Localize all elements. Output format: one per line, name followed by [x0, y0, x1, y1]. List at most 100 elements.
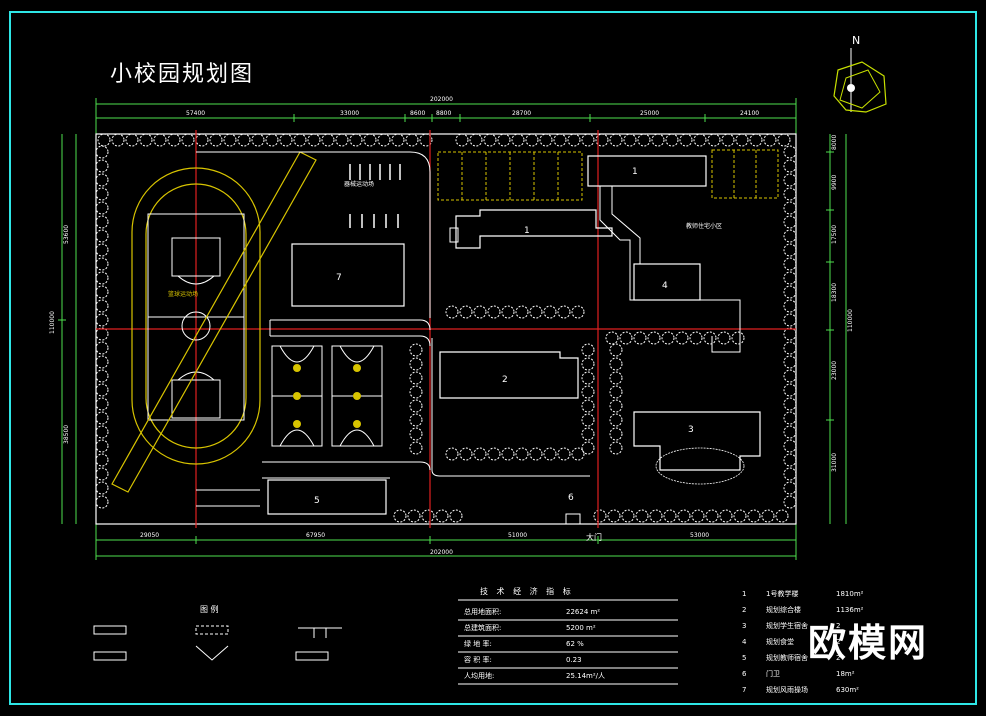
tree-icon	[377, 133, 391, 147]
north-arrow-icon: N	[833, 34, 887, 113]
tree-icon	[783, 481, 797, 495]
tree-icon	[95, 229, 109, 243]
building-1-main-label: 1	[524, 226, 530, 236]
tree-icon	[469, 133, 483, 147]
tree-icon	[609, 413, 623, 427]
tree-icon	[125, 133, 139, 147]
building-5	[267, 479, 387, 515]
tree-icon	[435, 509, 449, 523]
tree-icon	[293, 133, 307, 147]
tree-icon	[279, 133, 293, 147]
tree-icon	[445, 447, 459, 461]
tree-icon	[703, 331, 717, 345]
svg-text:规划教师宿舍: 规划教师宿舍	[766, 653, 808, 662]
tree-icon	[783, 397, 797, 411]
legend: 图 例	[93, 604, 342, 661]
dim-top-7: 24100	[740, 110, 759, 117]
dim-left-total: 110000	[49, 311, 56, 334]
tree-icon	[663, 509, 677, 523]
tree-icon	[735, 133, 749, 147]
tree-icon	[95, 257, 109, 271]
tree-icon	[139, 133, 153, 147]
tree-icon	[553, 133, 567, 147]
tree-icon	[593, 509, 607, 523]
tree-icon	[95, 327, 109, 341]
track-label: 篮球运动场	[168, 290, 198, 298]
tree-icon	[515, 447, 529, 461]
tree-icon	[783, 369, 797, 383]
dim-top-3: 8600	[410, 110, 425, 117]
tree-icon	[783, 355, 797, 369]
tree-icon	[409, 413, 423, 427]
svg-text:5: 5	[742, 654, 746, 662]
tree-icon	[783, 439, 797, 453]
tree-icon	[419, 133, 433, 147]
tree-icon	[783, 299, 797, 313]
tree-row	[95, 133, 797, 523]
tree-icon	[459, 305, 473, 319]
building-4-label: 4	[662, 281, 668, 291]
tree-icon	[409, 441, 423, 455]
dim-bottom-1: 29050	[140, 532, 159, 539]
tree-icon	[251, 133, 265, 147]
tree-icon	[209, 133, 223, 147]
tree-icon	[571, 305, 585, 319]
svg-text:2: 2	[742, 606, 746, 614]
tree-icon	[473, 447, 487, 461]
dim-right-6: 31000	[831, 453, 838, 472]
dim-right-total: 110000	[847, 309, 854, 332]
tree-icon	[95, 271, 109, 285]
tech-row-3-value: 62 %	[566, 640, 584, 648]
tree-icon	[497, 133, 511, 147]
building-1-main	[455, 209, 613, 249]
dim-top-2: 33000	[340, 110, 359, 117]
tree-icon	[647, 331, 661, 345]
tech-row-4-label: 容 积 率:	[464, 655, 492, 664]
tree-icon	[783, 327, 797, 341]
dim-right-4: 18300	[831, 283, 838, 302]
dim-top-5: 28700	[512, 110, 531, 117]
tree-icon	[783, 215, 797, 229]
tree-icon	[783, 313, 797, 327]
gate-label: 大门	[586, 532, 602, 542]
tree-icon	[393, 509, 407, 523]
tree-icon	[637, 133, 651, 147]
tree-icon	[581, 441, 595, 455]
tree-icon	[733, 509, 747, 523]
tech-table: 技 术 经 济 指 标 总用地面积: 22624 m² 总建筑面积: 5200 …	[458, 586, 678, 685]
tree-icon	[763, 133, 777, 147]
tree-icon	[661, 331, 675, 345]
svg-text:1136m²: 1136m²	[836, 606, 864, 614]
dorm-area-label: 教师住宅小区	[686, 222, 722, 230]
tree-icon	[783, 243, 797, 257]
tree-icon	[783, 467, 797, 481]
tree-icon	[265, 133, 279, 147]
tree-icon	[529, 305, 543, 319]
svg-text:2: 2	[836, 622, 840, 630]
tree-icon	[571, 447, 585, 461]
tree-icon	[775, 509, 789, 523]
tree-icon	[581, 399, 595, 413]
tree-icon	[651, 133, 665, 147]
dim-bottom-4: 53000	[690, 532, 709, 539]
tree-icon	[445, 305, 459, 319]
tree-icon	[487, 305, 501, 319]
tree-icon	[649, 509, 663, 523]
dim-bottom-3: 51000	[508, 532, 527, 539]
tree-icon	[777, 133, 791, 147]
building-3-label: 3	[688, 425, 694, 435]
svg-text:2: 2	[836, 654, 840, 662]
tree-icon	[665, 133, 679, 147]
tree-icon	[409, 385, 423, 399]
tree-icon	[409, 357, 423, 371]
drawing-frame	[9, 11, 977, 705]
tree-icon	[581, 133, 595, 147]
tree-icon	[783, 201, 797, 215]
tree-icon	[705, 509, 719, 523]
tree-icon	[95, 467, 109, 481]
tree-icon	[95, 355, 109, 369]
tree-icon	[539, 133, 553, 147]
tree-icon	[783, 187, 797, 201]
road-network	[196, 151, 590, 507]
